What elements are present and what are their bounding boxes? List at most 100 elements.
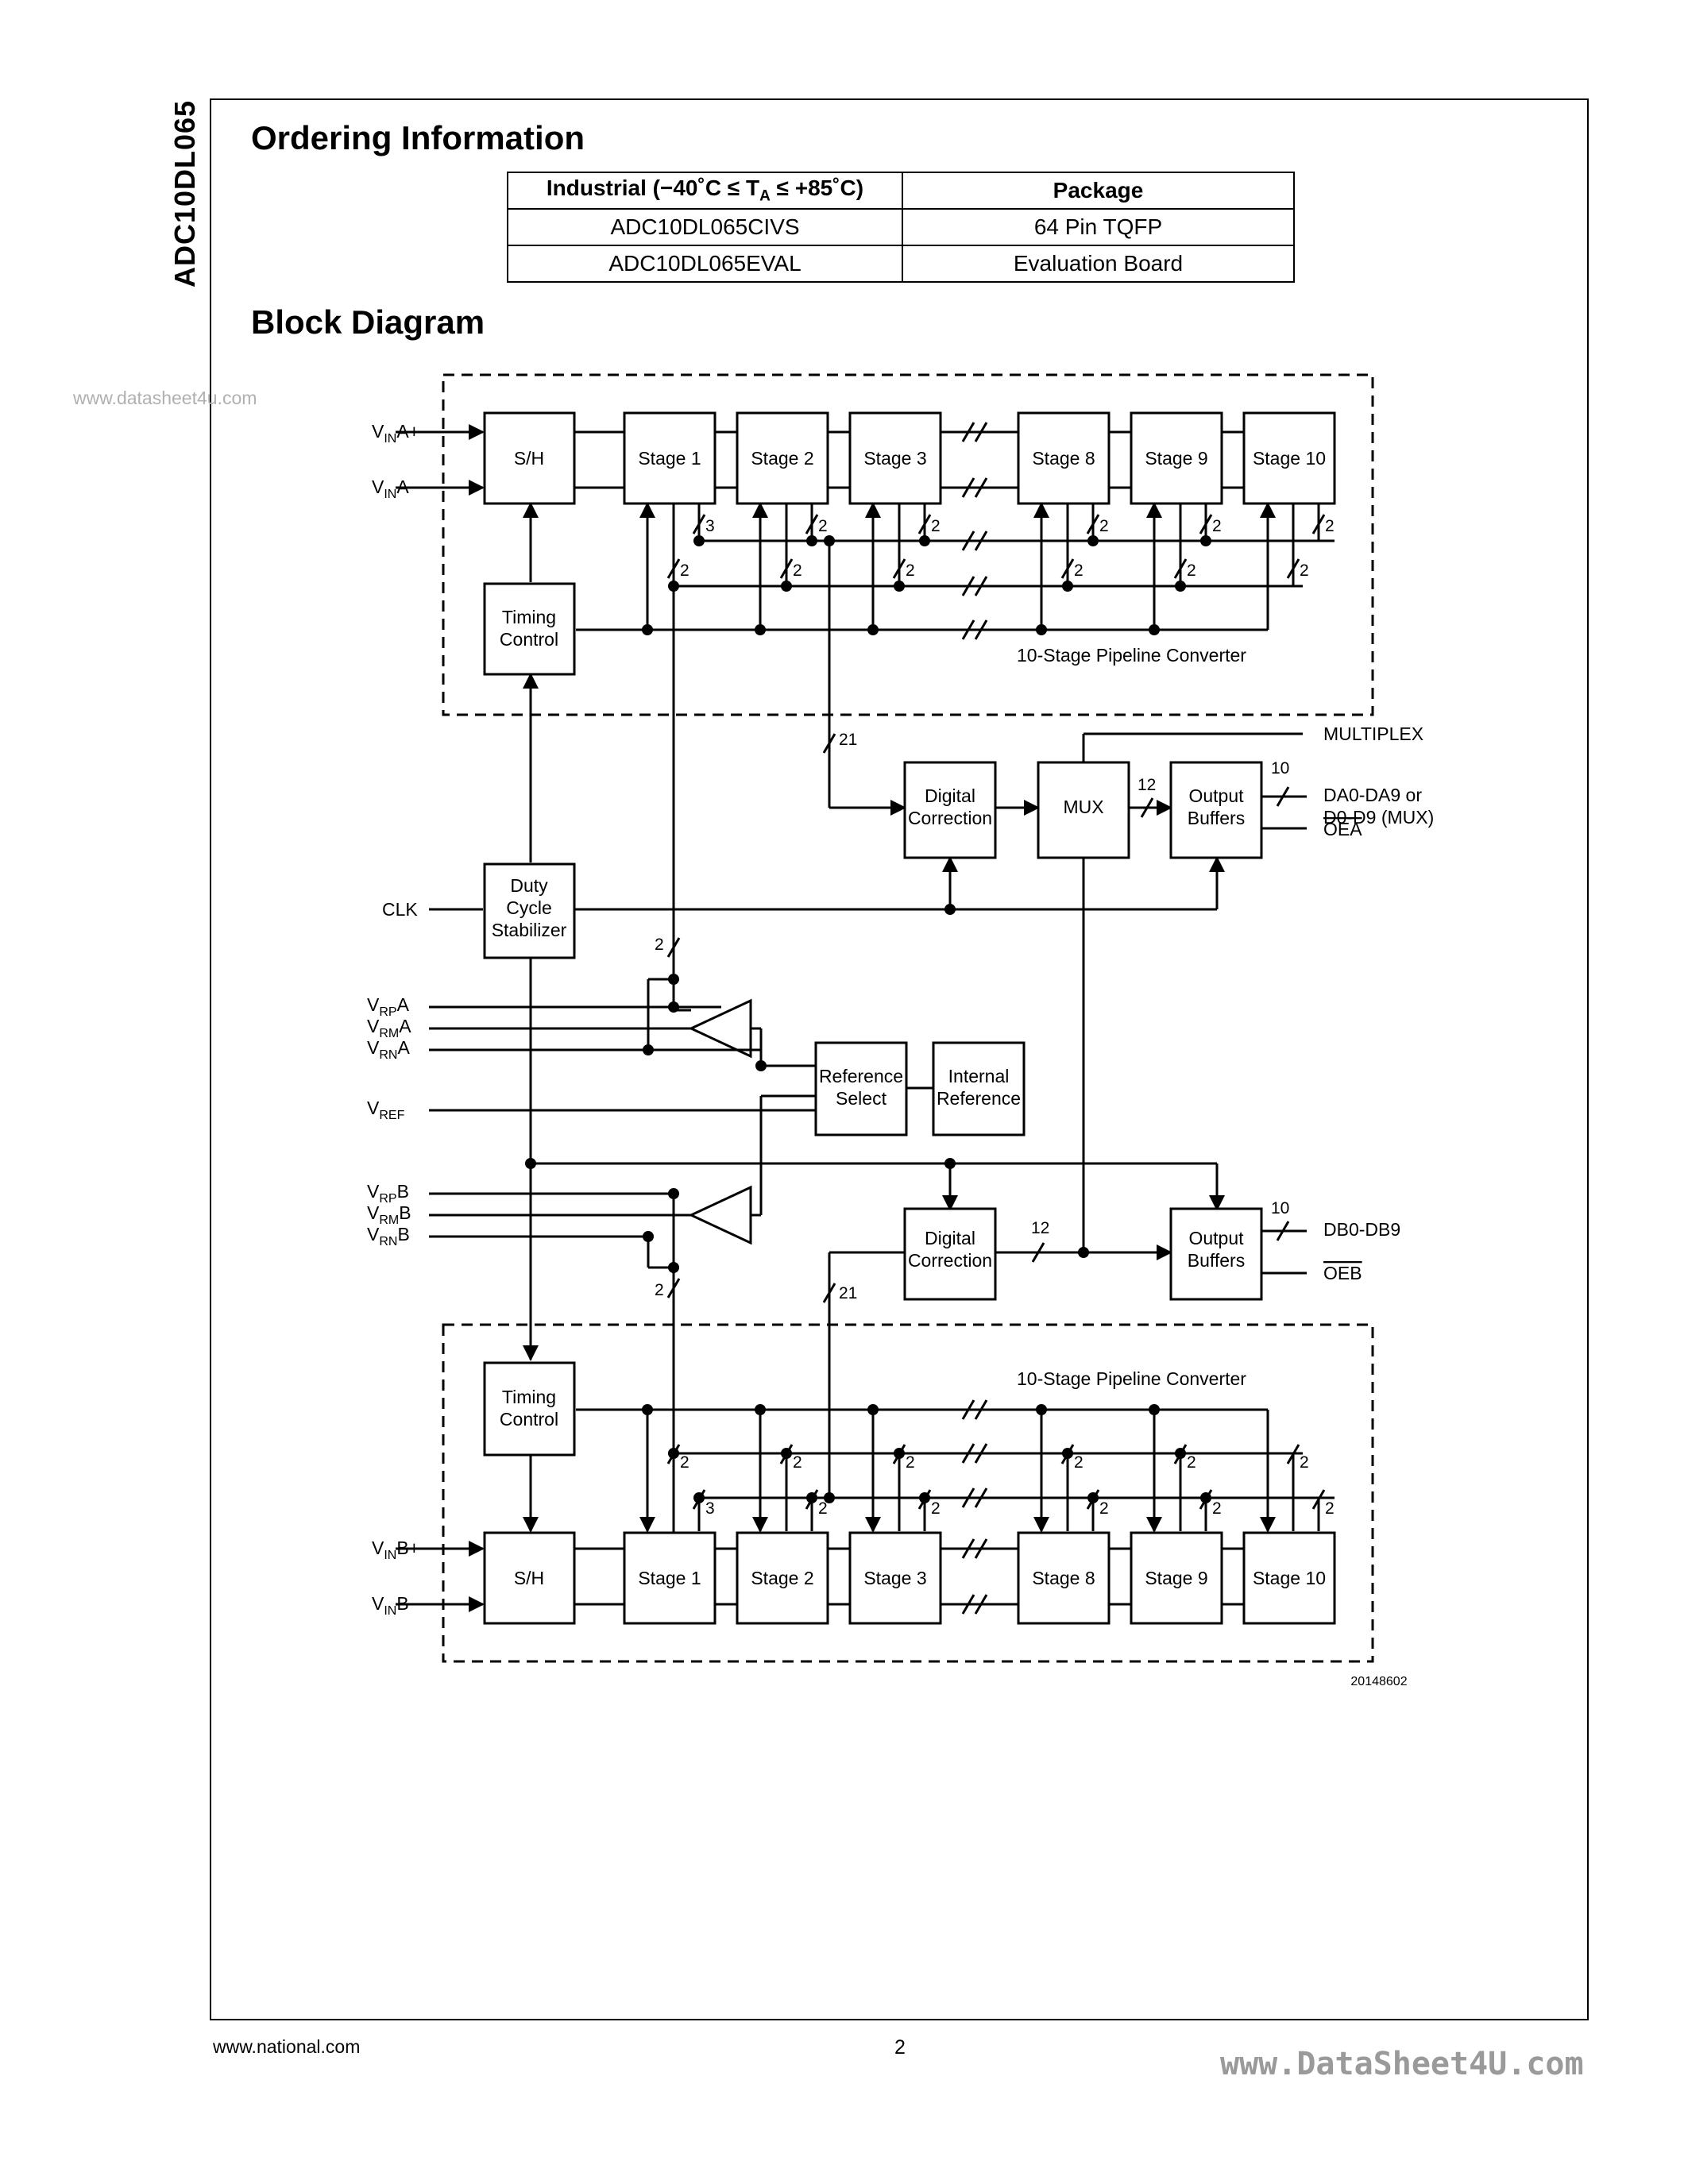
internal-reference-label: Reference <box>937 1088 1021 1109</box>
digital-correction-label: Digital <box>925 785 975 806</box>
output-buffers-b-block <box>1169 1207 1263 1301</box>
ordering-table: Industrial (−40˚C ≤ TA ≤ +85˚C) Package … <box>507 172 1295 283</box>
bus-width-label: 3 <box>705 1499 715 1518</box>
header-industrial: Industrial (−40˚C ≤ TA ≤ +85˚C) <box>507 172 903 210</box>
vin-b-minus-label: VINB- <box>372 1593 415 1618</box>
stage-label: Stage 8 <box>1032 448 1095 469</box>
part-number-cell: ADC10DL065EVAL <box>507 245 903 283</box>
digital-correction-b-block <box>903 1207 997 1301</box>
table-row: ADC10DL065EVAL Evaluation Board <box>507 245 1295 283</box>
bus-width-label: 2 <box>1325 1499 1335 1518</box>
bus-width-label: 2 <box>793 1453 802 1472</box>
out-a-label-1: DA0-DA9 or <box>1323 785 1422 805</box>
stage-label: Stage 3 <box>863 448 926 469</box>
duty-cycle-stabilizer-block <box>483 862 576 959</box>
page-frame <box>210 98 1589 2020</box>
sample-hold-a-block <box>483 411 576 505</box>
clk-label: CLK <box>382 899 418 920</box>
bus-width-label: 21 <box>839 731 857 749</box>
bus-width-label: 21 <box>839 1284 857 1302</box>
digital-correction-a-block <box>903 761 997 859</box>
bus-width-label: 2 <box>818 1499 828 1518</box>
bus-width-label: 2 <box>1212 517 1222 535</box>
bus-width-label: 2 <box>818 517 828 535</box>
bus-width-label: 2 <box>1212 1499 1222 1518</box>
stage-label: Stage 2 <box>751 1568 813 1588</box>
bus-width-label: 2 <box>1300 1453 1309 1472</box>
stage-b-2-block <box>736 1531 829 1625</box>
mux-block <box>1037 761 1130 859</box>
vrma-label: VRMA <box>367 1016 411 1040</box>
out-a-label-2: D0-D9 (MUX) <box>1323 807 1434 828</box>
stage-a-8-block <box>1017 411 1111 505</box>
output-buffers-label: Output <box>1188 1228 1244 1248</box>
table-row: ADC10DL065CIVS 64 Pin TQFP <box>507 208 1295 246</box>
vrpa-label: VRPA <box>367 994 410 1019</box>
stage-label: Stage 1 <box>638 448 701 469</box>
bus-width-label: 2 <box>906 1453 915 1472</box>
duty-label: Duty <box>510 875 548 896</box>
bus-width-label: 2 <box>680 561 689 580</box>
digital-correction-label: Correction <box>908 808 992 828</box>
digital-correction-label: Correction <box>908 1250 992 1271</box>
table-header-row: Industrial (−40˚C ≤ TA ≤ +85˚C) Package <box>507 172 1295 210</box>
oea-label: OEA <box>1323 819 1362 839</box>
pipeline-a-label: 10-Stage Pipeline Converter <box>1017 645 1246 666</box>
block-diagram-heading: Block Diagram <box>251 303 485 341</box>
reference-select-label: Select <box>836 1088 887 1109</box>
vrmb-label: VRMB <box>367 1202 411 1227</box>
footer-website[interactable]: www.national.com <box>213 2036 361 2057</box>
timing-control-a-block <box>483 582 576 676</box>
stage-b-8-block <box>1017 1531 1111 1625</box>
stage-label: Stage 9 <box>1145 448 1207 469</box>
bus-width-label: 2 <box>793 561 802 580</box>
vrna-label: VRNA <box>367 1037 410 1062</box>
header-package: Package <box>902 172 1295 210</box>
duty-label: Stabilizer <box>492 920 567 940</box>
reference-select-label: Reference <box>819 1066 903 1086</box>
output-buffers-label: Buffers <box>1188 808 1245 828</box>
stage-label: Stage 1 <box>638 1568 701 1588</box>
timing-label: Control <box>500 629 558 650</box>
mux-label: MUX <box>1063 797 1103 817</box>
footer-brand-watermark: www.DataSheet4U.com <box>1220 2046 1584 2082</box>
sh-b-label: S/H <box>514 1568 544 1588</box>
oeb-label: OEB <box>1323 1263 1362 1283</box>
vref-label: VREF <box>367 1098 405 1122</box>
bus-width-label: 2 <box>931 1499 941 1518</box>
vin-a-plus-label: VINA+ <box>372 421 419 446</box>
bus-width-label: 2 <box>1074 561 1083 580</box>
vrnb-label: VRNB <box>367 1224 410 1248</box>
output-buffers-label: Buffers <box>1188 1250 1245 1271</box>
bus-width-label: 2 <box>1099 1499 1109 1518</box>
bus-width-label: 12 <box>1031 1219 1049 1237</box>
package-cell: Evaluation Board <box>902 245 1295 283</box>
stage-label: Stage 3 <box>863 1568 926 1588</box>
bus-width-label: 2 <box>1300 561 1309 580</box>
timing-label: Timing <box>502 1387 556 1407</box>
bus-width-label: 2 <box>1074 1453 1083 1472</box>
timing-control-b-block <box>483 1361 576 1457</box>
out-b-label: DB0-DB9 <box>1323 1219 1400 1240</box>
figure-id: 20148602 <box>1350 1675 1407 1688</box>
internal-reference-label: Internal <box>948 1066 1010 1086</box>
bus-width-label: 2 <box>1099 517 1109 535</box>
stage-label: Stage 8 <box>1032 1568 1095 1588</box>
stage-label: Stage 10 <box>1253 448 1326 469</box>
page-number: 2 <box>894 2036 906 2059</box>
stage-a-3-block <box>848 411 942 505</box>
stage-label: Stage 2 <box>751 448 813 469</box>
output-buffers-label: Output <box>1188 785 1244 806</box>
bus-width-label: 2 <box>1187 561 1196 580</box>
package-cell: 64 Pin TQFP <box>902 208 1295 246</box>
output-buffers-a-block <box>1169 761 1263 859</box>
part-number-cell: ADC10DL065CIVS <box>507 208 903 246</box>
vin-b-plus-label: VINB+ <box>372 1538 419 1562</box>
bus-width-label: 2 <box>906 561 915 580</box>
stage-a-9-block <box>1130 411 1223 505</box>
bus-width-label: 10 <box>1271 1199 1289 1217</box>
converter-b-boundary <box>442 1323 1374 1663</box>
stage-b-9-block <box>1130 1531 1223 1625</box>
stage-label: Stage 10 <box>1253 1568 1326 1588</box>
internal-reference-block <box>932 1041 1026 1136</box>
